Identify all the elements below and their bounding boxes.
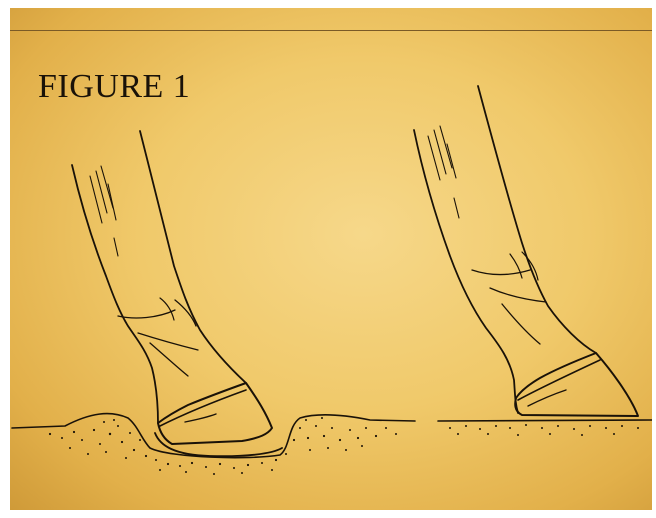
tendon-hatch [108, 184, 116, 220]
soil-stipple [449, 424, 639, 436]
tendon-hatch [114, 238, 118, 256]
tendon-hatch [434, 130, 446, 174]
fetlock-detail [490, 288, 546, 302]
figure-illustration [10, 8, 652, 510]
tendon-hatch [90, 176, 102, 223]
leg-front-contour [72, 165, 158, 423]
book-page: FIGURE 1 [10, 8, 652, 510]
coronet-band [160, 390, 246, 426]
hoof-detail-line [185, 414, 216, 422]
fetlock-detail [175, 300, 196, 326]
soft-ground-surface [12, 414, 415, 458]
tendon-hatch [428, 136, 440, 180]
soil-stipple [49, 417, 397, 475]
fetlock-detail [138, 333, 198, 350]
tendon-hatch [454, 198, 459, 218]
hoof [158, 383, 272, 444]
tendon-hatch [101, 166, 113, 208]
pastern-detail [150, 343, 188, 376]
fetlock-detail [118, 310, 175, 318]
hoof-sinking-in-soft-ground [12, 131, 415, 475]
tendon-hatch [447, 144, 456, 178]
pastern-detail [502, 304, 540, 344]
hoof-on-firm-ground [414, 86, 652, 436]
leg-back-contour [478, 86, 596, 353]
fetlock-detail [160, 298, 174, 320]
firm-ground-surface [438, 420, 652, 421]
hoof [515, 353, 638, 416]
tendon-hatch [440, 126, 452, 168]
leg-back-contour [140, 131, 246, 383]
coronet-band [518, 360, 600, 400]
